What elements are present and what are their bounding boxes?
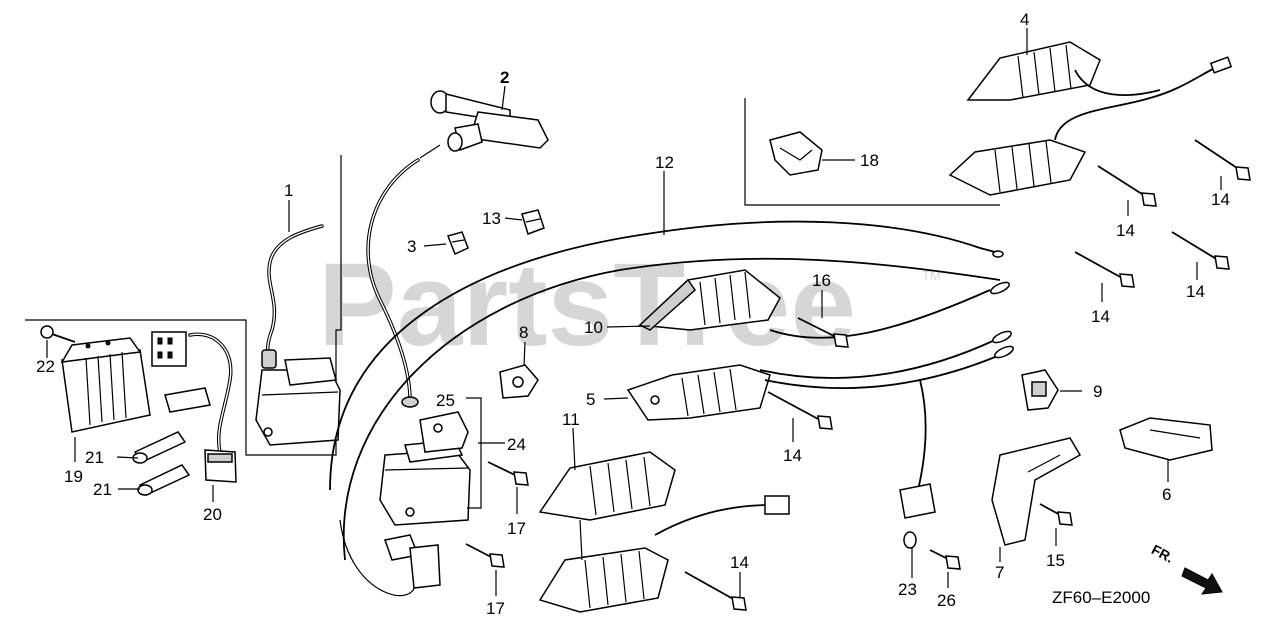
callout-14-b[interactable]: 14 [783,446,802,465]
callout-2[interactable]: 2 [500,68,509,87]
callout-17-a[interactable]: 17 [507,519,526,538]
part-regulator[interactable] [60,337,151,433]
bolt-14-top-b[interactable] [1194,139,1251,181]
callout-5[interactable]: 5 [586,390,595,409]
callout-14-f[interactable]: 14 [1186,282,1205,301]
lead-grommet [401,396,419,408]
bolt-14-coil11[interactable] [684,571,747,611]
bolt-16[interactable] [797,317,849,348]
part-grommet-8[interactable] [499,364,539,399]
part-exciter-coil-11[interactable] [538,451,790,613]
part-clamp-3[interactable] [447,231,469,256]
harness-wire-loop [339,519,416,597]
callout-22[interactable]: 22 [36,357,55,376]
part-wire-clip-18[interactable] [769,131,823,176]
callout-4[interactable]: 4 [1020,10,1029,29]
part-bracket-7[interactable] [991,437,1082,546]
callout-14-c[interactable]: 14 [1116,221,1135,240]
part-cable-clip-b[interactable] [137,464,191,496]
part-charge-coil-4[interactable] [948,41,1233,196]
part-bracket-6[interactable] [1119,417,1213,461]
part-lead-wire-1[interactable] [261,224,324,369]
callout-15[interactable]: 15 [1046,551,1065,570]
wire-coil-10 [769,289,991,339]
part-charge-coil-5[interactable] [626,364,771,421]
part-ground-terminal[interactable] [899,379,936,549]
wire-coil-5 [759,339,996,379]
group-frames [25,98,1000,456]
callout-25[interactable]: 25 [436,391,455,410]
part-ignition-coil-small[interactable] [255,357,341,446]
callout-24[interactable]: 24 [507,435,526,454]
part-cable-clip-a[interactable] [132,431,187,464]
part-ground-wire[interactable] [329,220,996,491]
harness-wire-main [342,257,1001,561]
callout-20[interactable]: 20 [203,505,222,524]
callout-19[interactable]: 19 [64,467,83,486]
leader-lines [46,28,1222,598]
callout-18[interactable]: 18 [860,151,879,170]
front-label: FR. [1149,541,1176,566]
wire-coil-5b [764,354,1001,389]
front-arrow-icon [1181,567,1223,595]
bolt-15[interactable] [1039,503,1073,526]
callout-21-a[interactable]: 21 [85,448,104,467]
callout-3[interactable]: 3 [407,237,416,256]
callout-7[interactable]: 7 [995,563,1004,582]
callout-labels: 1 2 3 4 5 6 7 8 9 10 11 12 13 14 14 14 1… [36,10,1230,618]
callout-17-b[interactable]: 17 [486,599,505,618]
bolt-26[interactable] [929,549,961,570]
callout-6[interactable]: 6 [1162,485,1171,504]
callout-10[interactable]: 10 [584,318,603,337]
part-regulator-bolt[interactable] [40,325,76,343]
callout-14-d[interactable]: 14 [1211,190,1230,209]
callout-11[interactable]: 11 [562,410,580,429]
part-harness-connector[interactable] [151,331,237,483]
part-grommet-9[interactable] [1021,369,1059,411]
part-plug-cap[interactable] [419,90,549,159]
callout-21-b[interactable]: 21 [93,480,112,499]
callout-14-e[interactable]: 14 [1091,307,1110,326]
bolt-14-mid-b[interactable] [1171,231,1230,270]
part-ignition-coil-main[interactable] [379,411,471,589]
front-direction-indicator: FR. [1149,541,1223,595]
part-clamp-13[interactable] [521,209,545,235]
bolt-14-mid-a[interactable] [1074,251,1135,288]
callout-8[interactable]: 8 [519,323,528,342]
bolt-17-upper[interactable] [487,461,529,486]
callout-26[interactable]: 26 [937,591,956,610]
part-charge-coil-10[interactable] [638,269,781,331]
bolt-14-top-a[interactable] [1097,165,1157,207]
callout-9[interactable]: 9 [1093,382,1102,401]
callout-1[interactable]: 1 [284,181,293,200]
callout-23[interactable]: 23 [898,580,917,599]
callout-16[interactable]: 16 [812,271,831,290]
diagram-code: ZF60–E2000 [1052,588,1150,607]
callout-12[interactable]: 12 [655,153,674,172]
callout-13[interactable]: 13 [482,209,501,228]
bolt-17-lower[interactable] [465,543,505,568]
callout-14-a[interactable]: 14 [730,553,749,572]
bolt-14-coil5[interactable] [767,391,833,430]
bracket-24-25 [466,397,482,509]
